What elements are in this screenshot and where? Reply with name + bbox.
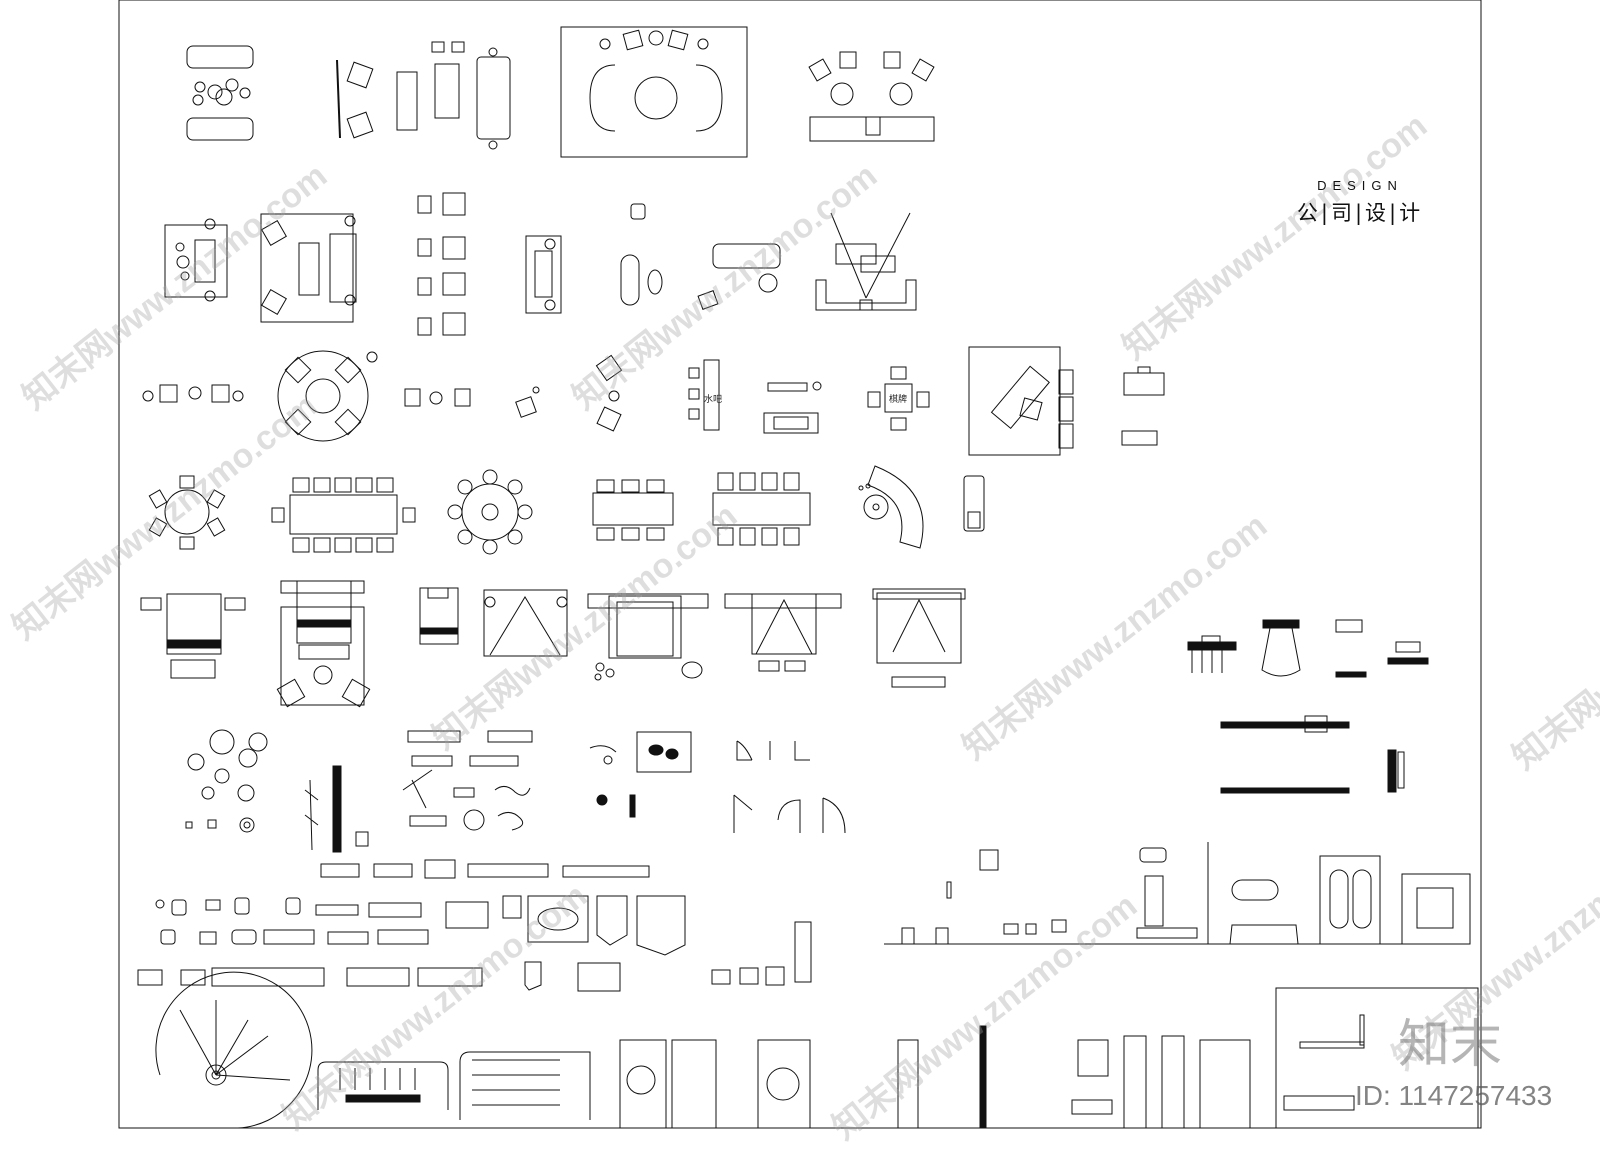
dining-rect-10 [712, 472, 811, 546]
plant-strip-block [304, 765, 369, 853]
living-room-framed [260, 213, 357, 323]
railing-block [320, 859, 650, 879]
tv-wall-block [815, 212, 917, 311]
sofa-set-block [186, 45, 254, 141]
chess-table-block: 棋牌 [867, 366, 930, 431]
chess-table-label: 棋牌 [889, 393, 907, 405]
chair-column-block [417, 192, 466, 336]
sanitary-ware-block [137, 895, 812, 992]
dining-room-framed [560, 26, 748, 158]
treadmill-block [763, 381, 822, 434]
spiral-stair-block [155, 971, 313, 1129]
bed-double-1 [140, 593, 246, 679]
small-cabinet-block [1121, 366, 1165, 446]
dining-round-6 [148, 475, 226, 550]
corner-id: ID: 1147257433 [1355, 1080, 1553, 1111]
bathroom-elevation-block [884, 842, 1471, 945]
pendant-lights-block [1187, 619, 1429, 794]
bed-single [419, 587, 459, 645]
bench-oval-block [620, 203, 781, 310]
living-room-small [164, 218, 228, 302]
bar-counter-block [808, 51, 935, 142]
bed-wide-3 [724, 593, 842, 672]
door-swings-block [733, 740, 846, 834]
water-bar-label: 水吧 [704, 393, 722, 405]
bed-wide-2 [587, 593, 709, 681]
chair-pair-block [142, 384, 244, 403]
bed-wide-1 [483, 589, 568, 657]
lounge-chair-pair [515, 354, 623, 432]
decor-items-block [402, 730, 533, 831]
narrow-cabinet [963, 475, 985, 532]
study-desk-framed [968, 346, 1074, 456]
water-bar-block: 水吧 [688, 359, 722, 431]
curved-bar-block [858, 465, 924, 549]
sheet-border [118, 0, 1482, 1129]
lounge-chair-block [336, 41, 511, 150]
bed-master-framed [276, 580, 371, 708]
dining-long-10 [271, 477, 416, 553]
dining-round-10 [447, 469, 533, 555]
brand-english: DESIGN [1317, 178, 1403, 193]
straight-stair-block [317, 1061, 449, 1110]
sofa-vertical-block [525, 235, 562, 314]
framed-elevation-box [1275, 987, 1479, 1129]
wall-elevations-block [619, 1025, 1251, 1129]
bed-wide-4 [872, 588, 966, 688]
side-table-pair [404, 388, 471, 407]
company-brand: DESIGN 公|司|设|计 [1280, 178, 1440, 227]
brand-chinese: 公|司|设|计 [1296, 201, 1424, 225]
dining-rect-8 [592, 479, 674, 541]
u-stair-block [459, 1051, 591, 1120]
rug-framed-block [589, 731, 692, 818]
round-table-framed [277, 350, 378, 442]
corner-logo: 知末 [1398, 1015, 1503, 1075]
plant-cluster-block [185, 729, 268, 833]
